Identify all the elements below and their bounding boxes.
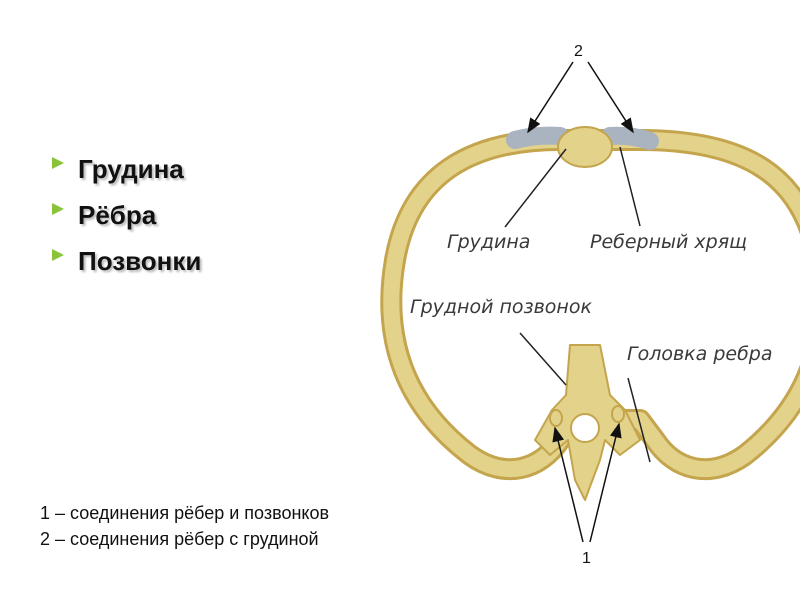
leader-thoracic-vertebra	[519, 332, 567, 386]
legend-item-1: 1 – соединения рёбер и позвонков	[40, 503, 330, 523]
sternum	[557, 126, 613, 168]
arrow-bullet-icon	[52, 249, 64, 261]
marker-2: 2	[574, 43, 583, 60]
arrow-1-left	[552, 426, 584, 543]
topic-item-vertebrae: Позвонки	[52, 238, 201, 284]
arrow-bullet-icon	[52, 157, 64, 169]
marker-1: 1	[582, 550, 591, 567]
topic-list: Грудина Рёбра Позвонки	[52, 146, 201, 284]
arrow-2-right	[587, 61, 634, 134]
label-rib-head: Головка ребра	[627, 343, 773, 365]
costal-cartilage-right	[601, 126, 659, 150]
topic-label: Грудина	[78, 153, 184, 184]
legend: 1 – соединения рёбер и позвонков 2 – сое…	[40, 500, 329, 552]
topic-item-sternum: Грудина	[52, 146, 201, 192]
rib-ring	[380, 129, 800, 481]
leader-sternum	[504, 148, 567, 228]
arrow-2-left	[527, 61, 574, 134]
arrow-bullet-icon	[52, 203, 64, 215]
label-costal-cartilage: Реберный хрящ	[590, 231, 747, 253]
topic-item-ribs: Рёбра	[52, 192, 201, 238]
rib-head-right	[611, 405, 625, 423]
label-sternum: Грудина	[447, 231, 530, 253]
costal-cartilage-left	[506, 126, 569, 149]
legend-item-2: 2 – соединения рёбер с грудиной	[40, 529, 319, 549]
topic-label: Рёбра	[78, 199, 157, 230]
label-thoracic-vertebra: Грудной позвонок	[410, 296, 592, 318]
leader-costal-cartilage	[619, 146, 641, 227]
leader-rib-head	[627, 377, 651, 463]
topic-label: Позвонки	[78, 245, 202, 276]
rib-head-left	[549, 409, 563, 427]
thoracic-vertebra	[534, 344, 641, 501]
arrow-1-right	[589, 422, 622, 543]
